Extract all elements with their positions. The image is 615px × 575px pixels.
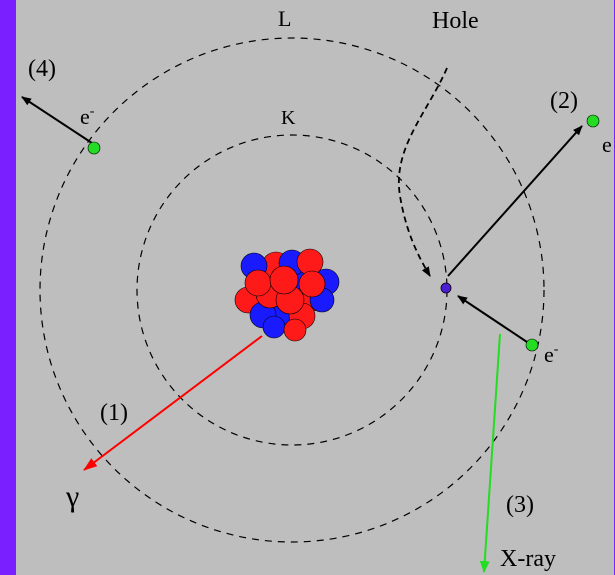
shell-l-label: L [278,6,291,31]
shell-l-orbit [39,37,545,543]
ejected-electron-2 [586,114,600,128]
hole-fill-arrow [398,67,448,277]
k-shell-hole [440,282,452,294]
electron-label-3: e- [544,342,559,367]
process-4-label: (4) [28,56,56,82]
conversion-electron [87,141,101,155]
electron-label-4: e- [80,104,95,129]
process-1-label: (1) [100,400,128,426]
process-3-label: (3) [506,492,534,518]
xray-label: X-ray [500,546,556,572]
l-to-k-transition-arrow [457,295,528,343]
gamma-label: γ [65,480,79,513]
shell-k-label: K [281,107,296,129]
gamma-ray-arrow [83,335,263,471]
process-2-label: (2) [550,88,578,114]
l-shell-electron [525,338,539,352]
conversion-electron-arrow [21,96,93,144]
xray-arrow [479,333,501,573]
electron-label-2: e [602,132,612,157]
nucleus [234,248,340,342]
auger-electron-arrow [447,125,583,277]
hole-label: Hole [432,8,479,34]
